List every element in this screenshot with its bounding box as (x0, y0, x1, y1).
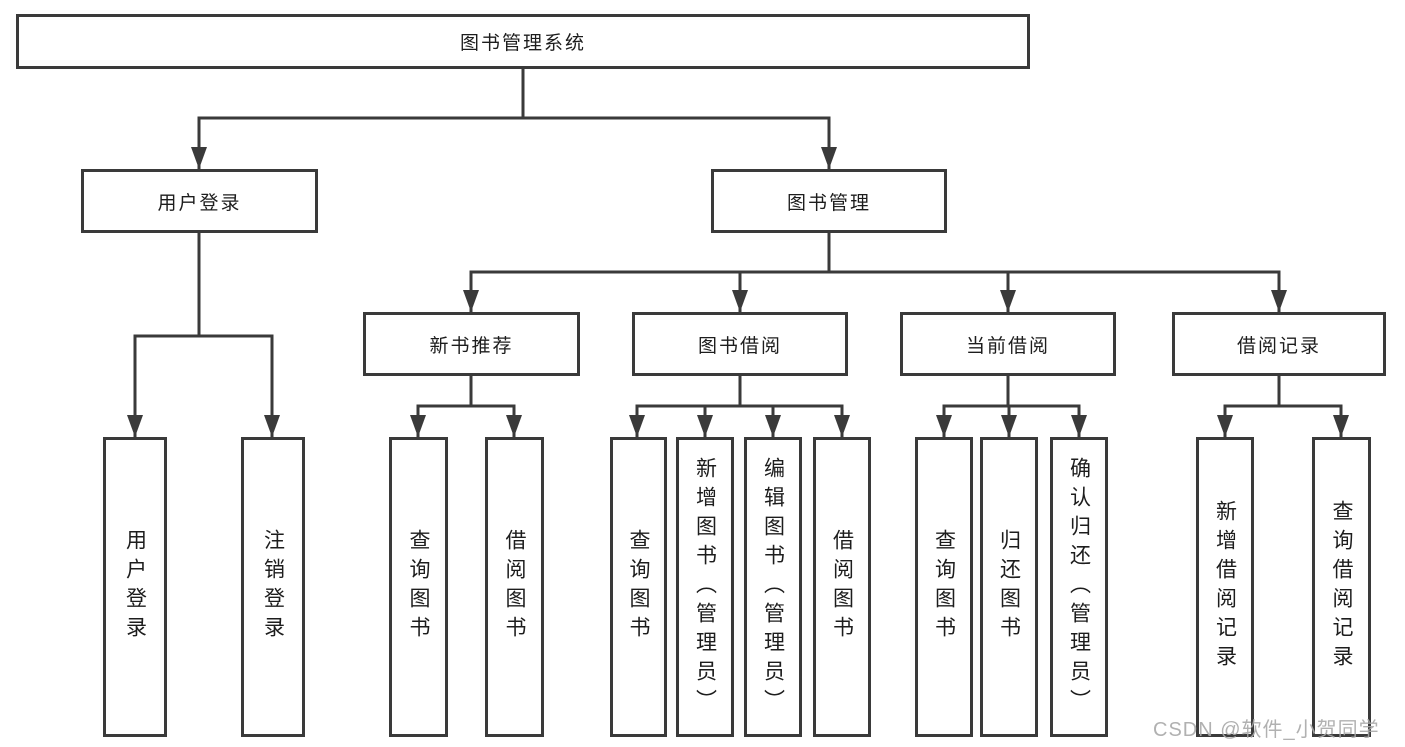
node-new-book-recommend: 新书推荐 (363, 312, 580, 376)
leaf-label: 注销登录 (261, 529, 285, 645)
leaf-label: 查询借阅记录 (1330, 500, 1353, 674)
node-label: 图书借阅 (697, 335, 782, 357)
node-label: 借阅记录 (1236, 335, 1321, 357)
leaf-user-login: 用户登录 (103, 437, 167, 737)
leaf-label: 借阅图书 (830, 529, 854, 645)
leaf-label: 归还图书 (997, 529, 1021, 645)
node-label: 图书管理系统 (459, 33, 586, 54)
leaf-label: 查询图书 (932, 529, 956, 645)
leaf-borrow-books-recommend: 借阅图书 (485, 437, 544, 737)
leaf-logout: 注销登录 (241, 437, 305, 737)
connector-arrows (127, 118, 1349, 437)
node-label: 图书管理 (786, 192, 871, 214)
leaf-add-books-admin: 新增图书（管理员） (676, 437, 734, 737)
leaf-label: 用户登录 (123, 529, 147, 645)
leaf-search-books-recommend: 查询图书 (389, 437, 448, 737)
connector-elbows (133, 67, 1343, 408)
node-label: 用户登录 (157, 192, 242, 214)
node-label: 当前借阅 (965, 335, 1050, 357)
leaf-search-borrow-record: 查询借阅记录 (1312, 437, 1371, 737)
node-book-management: 图书管理 (711, 169, 947, 233)
leaf-label: 新增借阅记录 (1213, 500, 1237, 674)
node-book-borrowing: 图书借阅 (632, 312, 848, 376)
leaf-label: 确认归还（管理员） (1067, 456, 1091, 718)
leaf-label: 查询图书 (407, 529, 430, 645)
leaf-label: 查询图书 (627, 529, 650, 645)
leaf-label: 编辑图书（管理员） (761, 456, 785, 718)
leaf-edit-books-admin: 编辑图书（管理员） (744, 437, 802, 737)
leaf-search-books-current: 查询图书 (915, 437, 973, 737)
node-library-management-system: 图书管理系统 (16, 14, 1030, 69)
node-borrowing-records: 借阅记录 (1172, 312, 1386, 376)
node-label: 新书推荐 (429, 335, 514, 357)
node-user-login: 用户登录 (81, 169, 318, 233)
leaf-add-borrow-record: 新增借阅记录 (1196, 437, 1254, 737)
leaf-search-books-borrowing: 查询图书 (610, 437, 667, 737)
node-current-borrowing: 当前借阅 (900, 312, 1116, 376)
leaf-label: 新增图书（管理员） (693, 456, 717, 718)
leaf-return-books: 归还图书 (980, 437, 1038, 737)
leaf-confirm-return-admin: 确认归还（管理员） (1050, 437, 1108, 737)
leaf-borrow-books: 借阅图书 (813, 437, 871, 737)
leaf-label: 借阅图书 (503, 529, 526, 645)
csdn-watermark: CSDN @软件_小贺同学 (1153, 719, 1380, 741)
